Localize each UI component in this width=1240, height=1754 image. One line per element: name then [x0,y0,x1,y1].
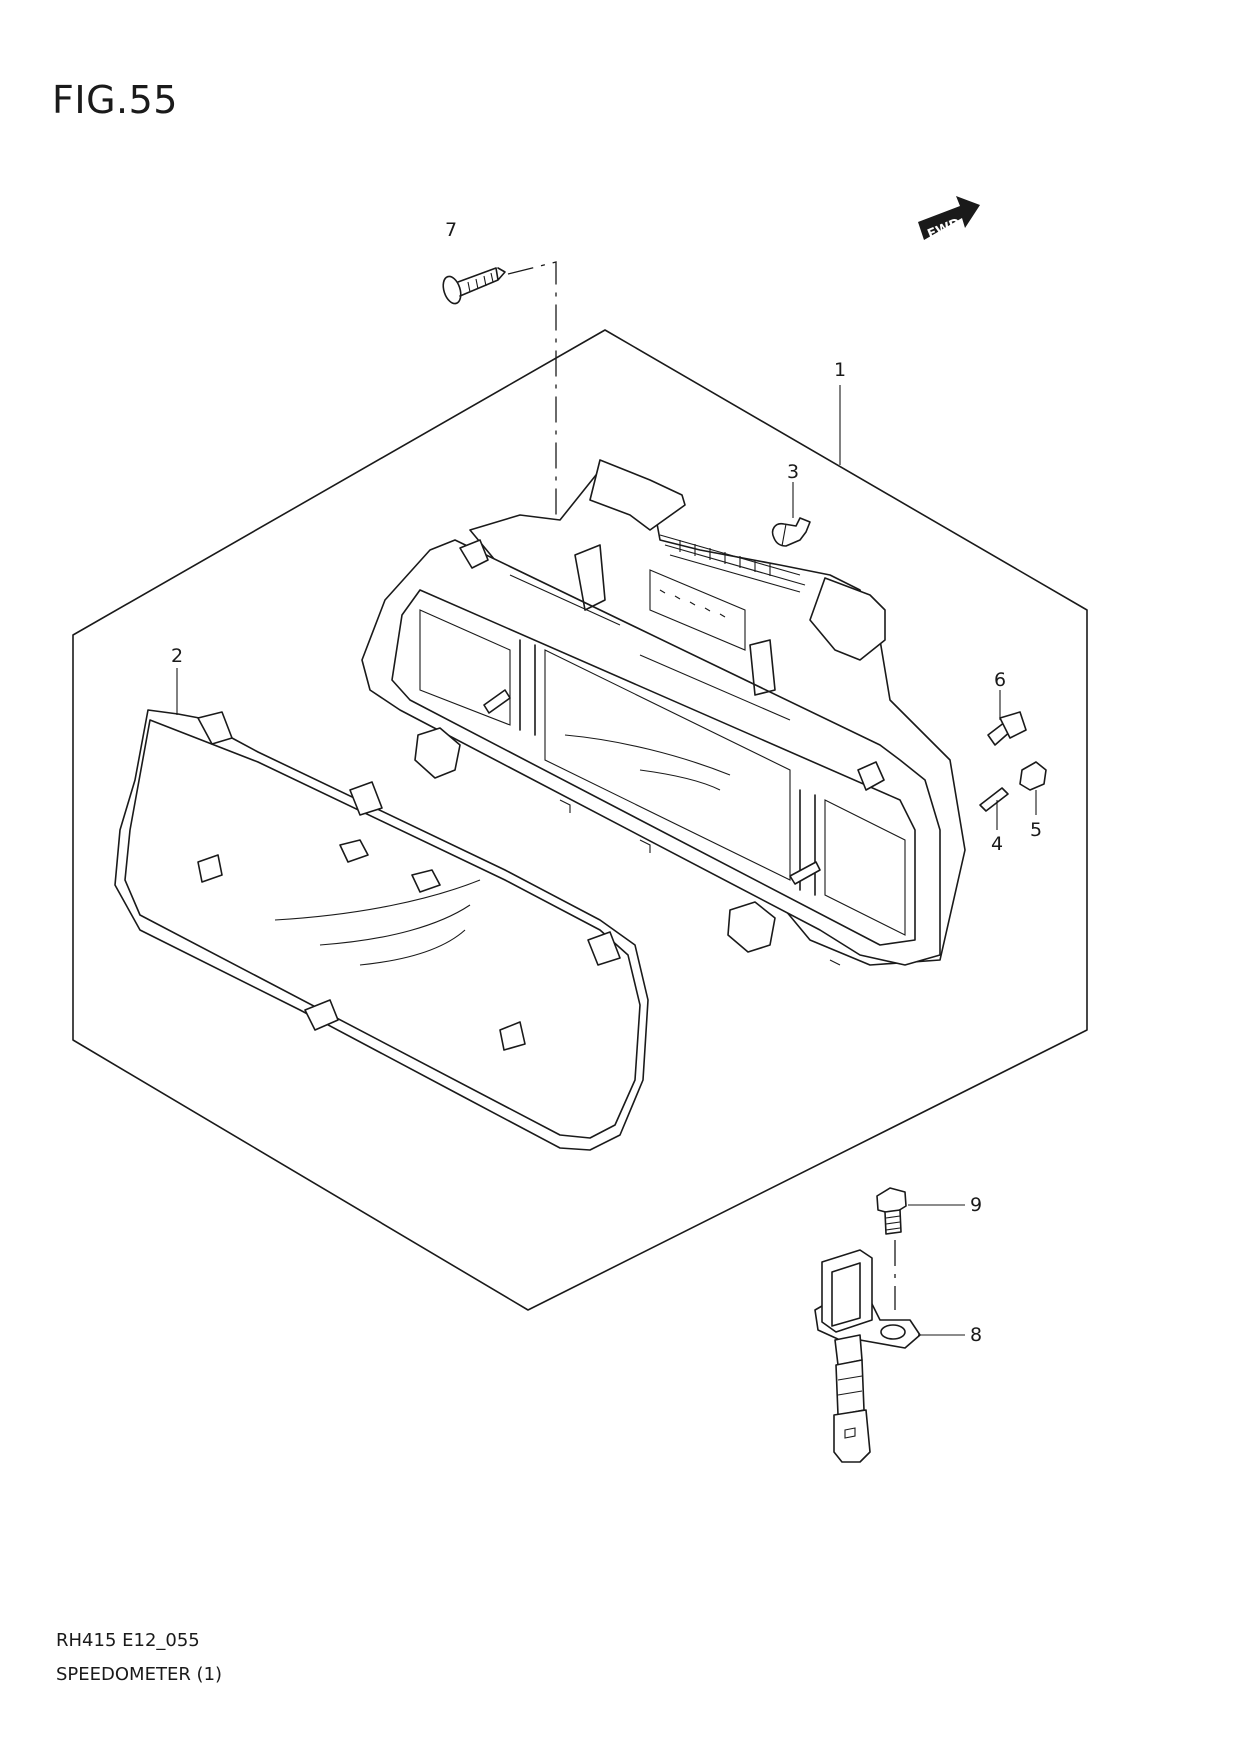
part-7-guide-line [507,261,557,540]
callout-7: 7 [445,219,457,241]
part-1-meter-cluster [361,459,966,966]
part-6-small-bulb [987,711,1027,746]
callout-3: 3 [787,461,799,483]
diagram-name: SPEEDOMETER (1) [56,1664,223,1685]
callout-4: 4 [991,833,1003,855]
part-3-bulb [771,517,811,547]
fwd-arrow-badge: FWD [918,196,980,242]
callout-1: 1 [834,359,846,381]
part-9-bolt [876,1187,907,1235]
diagram-code: RH415 E12_055 [56,1630,200,1651]
callout-6: 6 [994,669,1006,691]
figure-title: FIG.55 [52,78,178,122]
assembly-hexagon-outline [72,329,1088,1311]
callout-9: 9 [970,1194,982,1216]
part-2-lens-cover [114,709,649,1151]
part-4-pin [979,787,1009,812]
callout-2: 2 [171,645,183,667]
part-8-speed-sensor [814,1249,921,1463]
callout-8: 8 [970,1324,982,1346]
callout-5: 5 [1030,819,1042,841]
part-5-socket [1019,761,1047,791]
part-7-screw [442,267,506,305]
